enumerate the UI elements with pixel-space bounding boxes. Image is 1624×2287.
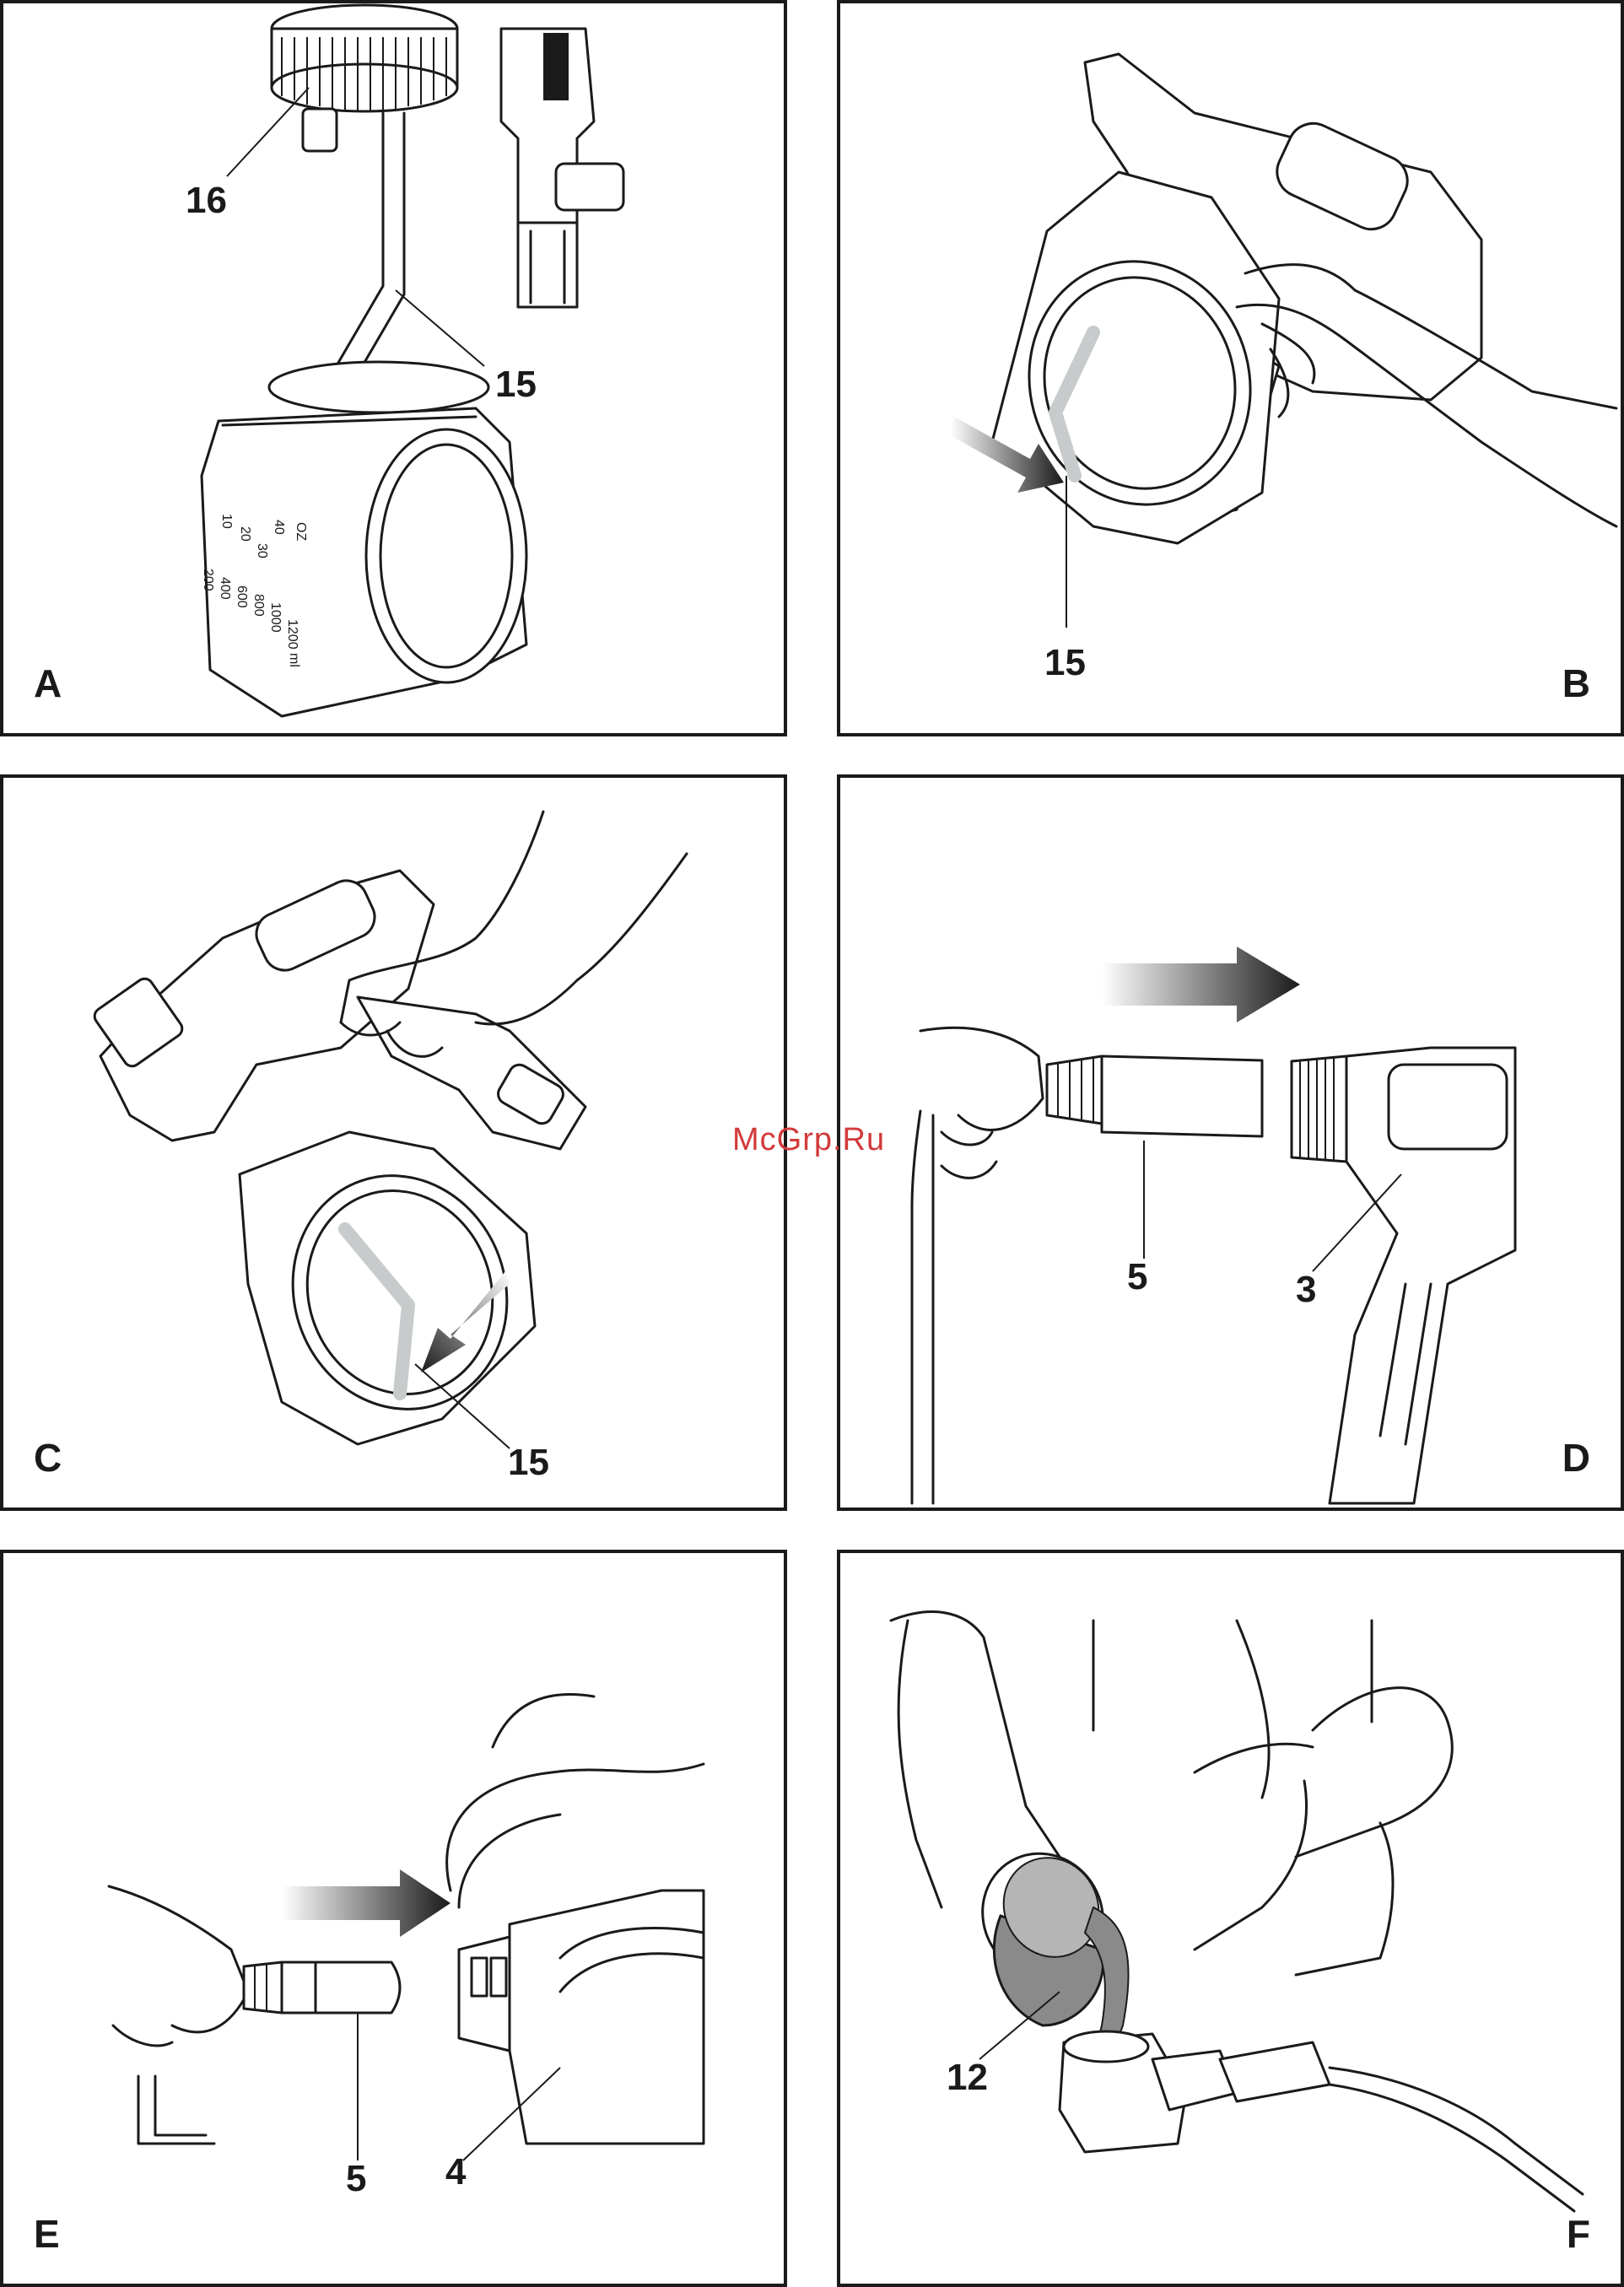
callout-15-c: 15 [508, 1444, 549, 1481]
panel-b: 15 B [837, 0, 1624, 736]
scale-ml-1000: 1000 [268, 602, 283, 633]
callout-12-f: 12 [947, 2059, 988, 2096]
hose-connector-5-e [244, 1962, 400, 2013]
panel-letter-e: E [34, 2214, 60, 2253]
panel-letter-f: F [1567, 2214, 1590, 2253]
direction-arrow-e [282, 1869, 451, 1937]
panel-e: 5 4 E [0, 1550, 787, 2287]
scale-ml-600: 600 [235, 585, 249, 608]
container-lid [272, 5, 457, 151]
hose-and-hand-d [912, 1028, 1043, 1503]
callout-3-d: 3 [1296, 1271, 1316, 1308]
leader-15 [396, 290, 484, 366]
panel-e-illustration [3, 1553, 784, 2283]
scale-ml-label: ml [287, 653, 301, 667]
callout-16: 16 [186, 182, 227, 219]
panel-f-illustration [840, 1553, 1621, 2283]
leader-16 [227, 88, 309, 176]
hose-connector-5 [1047, 1056, 1262, 1136]
watermark-text: McGrp.Ru [732, 1122, 885, 1158]
panel-letter-d: D [1562, 1438, 1590, 1477]
callout-15-b: 15 [1044, 645, 1086, 682]
callout-15: 15 [495, 366, 537, 403]
panel-b-illustration [840, 3, 1621, 733]
callout-4-e: 4 [445, 2154, 466, 2191]
scale-ml-1200: 1200 [285, 619, 299, 650]
spray-gun-c [91, 871, 585, 1149]
panel-a-illustration: OZ 40 30 20 10 1200 1000 800 600 400 200… [3, 3, 784, 733]
scale-ml-400: 400 [218, 577, 232, 600]
callout-5-e: 5 [346, 2160, 366, 2198]
scale-oz-20: 20 [238, 526, 252, 542]
panel-d-illustration [840, 778, 1621, 1508]
direction-arrow-d [1102, 947, 1300, 1022]
suction-tube-a [324, 113, 404, 396]
hose-and-hand-e [109, 1886, 248, 2144]
person-kneeling-f [891, 1612, 1452, 1975]
scale-oz-30: 30 [255, 543, 269, 558]
turbine-unit-inlet-4 [447, 1695, 704, 2144]
scale-oz-10: 10 [219, 514, 234, 529]
paint-container-f [1060, 2031, 1583, 2211]
paint-container-a: OZ 40 30 20 10 1200 1000 800 600 400 200… [201, 362, 526, 716]
panel-c-illustration [3, 778, 784, 1508]
scale-oz-label: OZ [294, 522, 308, 541]
panel-d: 5 3 D [837, 774, 1624, 1511]
panel-a: OZ 40 30 20 10 1200 1000 800 600 400 200… [0, 0, 787, 736]
panel-letter-b: B [1562, 664, 1590, 703]
spray-gun-handle-a [501, 29, 623, 307]
scale-oz-40: 40 [272, 520, 286, 535]
panel-letter-c: C [34, 1438, 62, 1477]
scale-ml-200: 200 [201, 569, 215, 591]
panel-f: 12 F [837, 1550, 1624, 2287]
scale-ml-800: 800 [251, 594, 266, 617]
panel-c: 15 C [0, 774, 787, 1511]
callout-5-d: 5 [1127, 1259, 1147, 1296]
panel-letter-a: A [34, 664, 62, 703]
spray-gun-inlet-3 [1292, 1048, 1515, 1503]
